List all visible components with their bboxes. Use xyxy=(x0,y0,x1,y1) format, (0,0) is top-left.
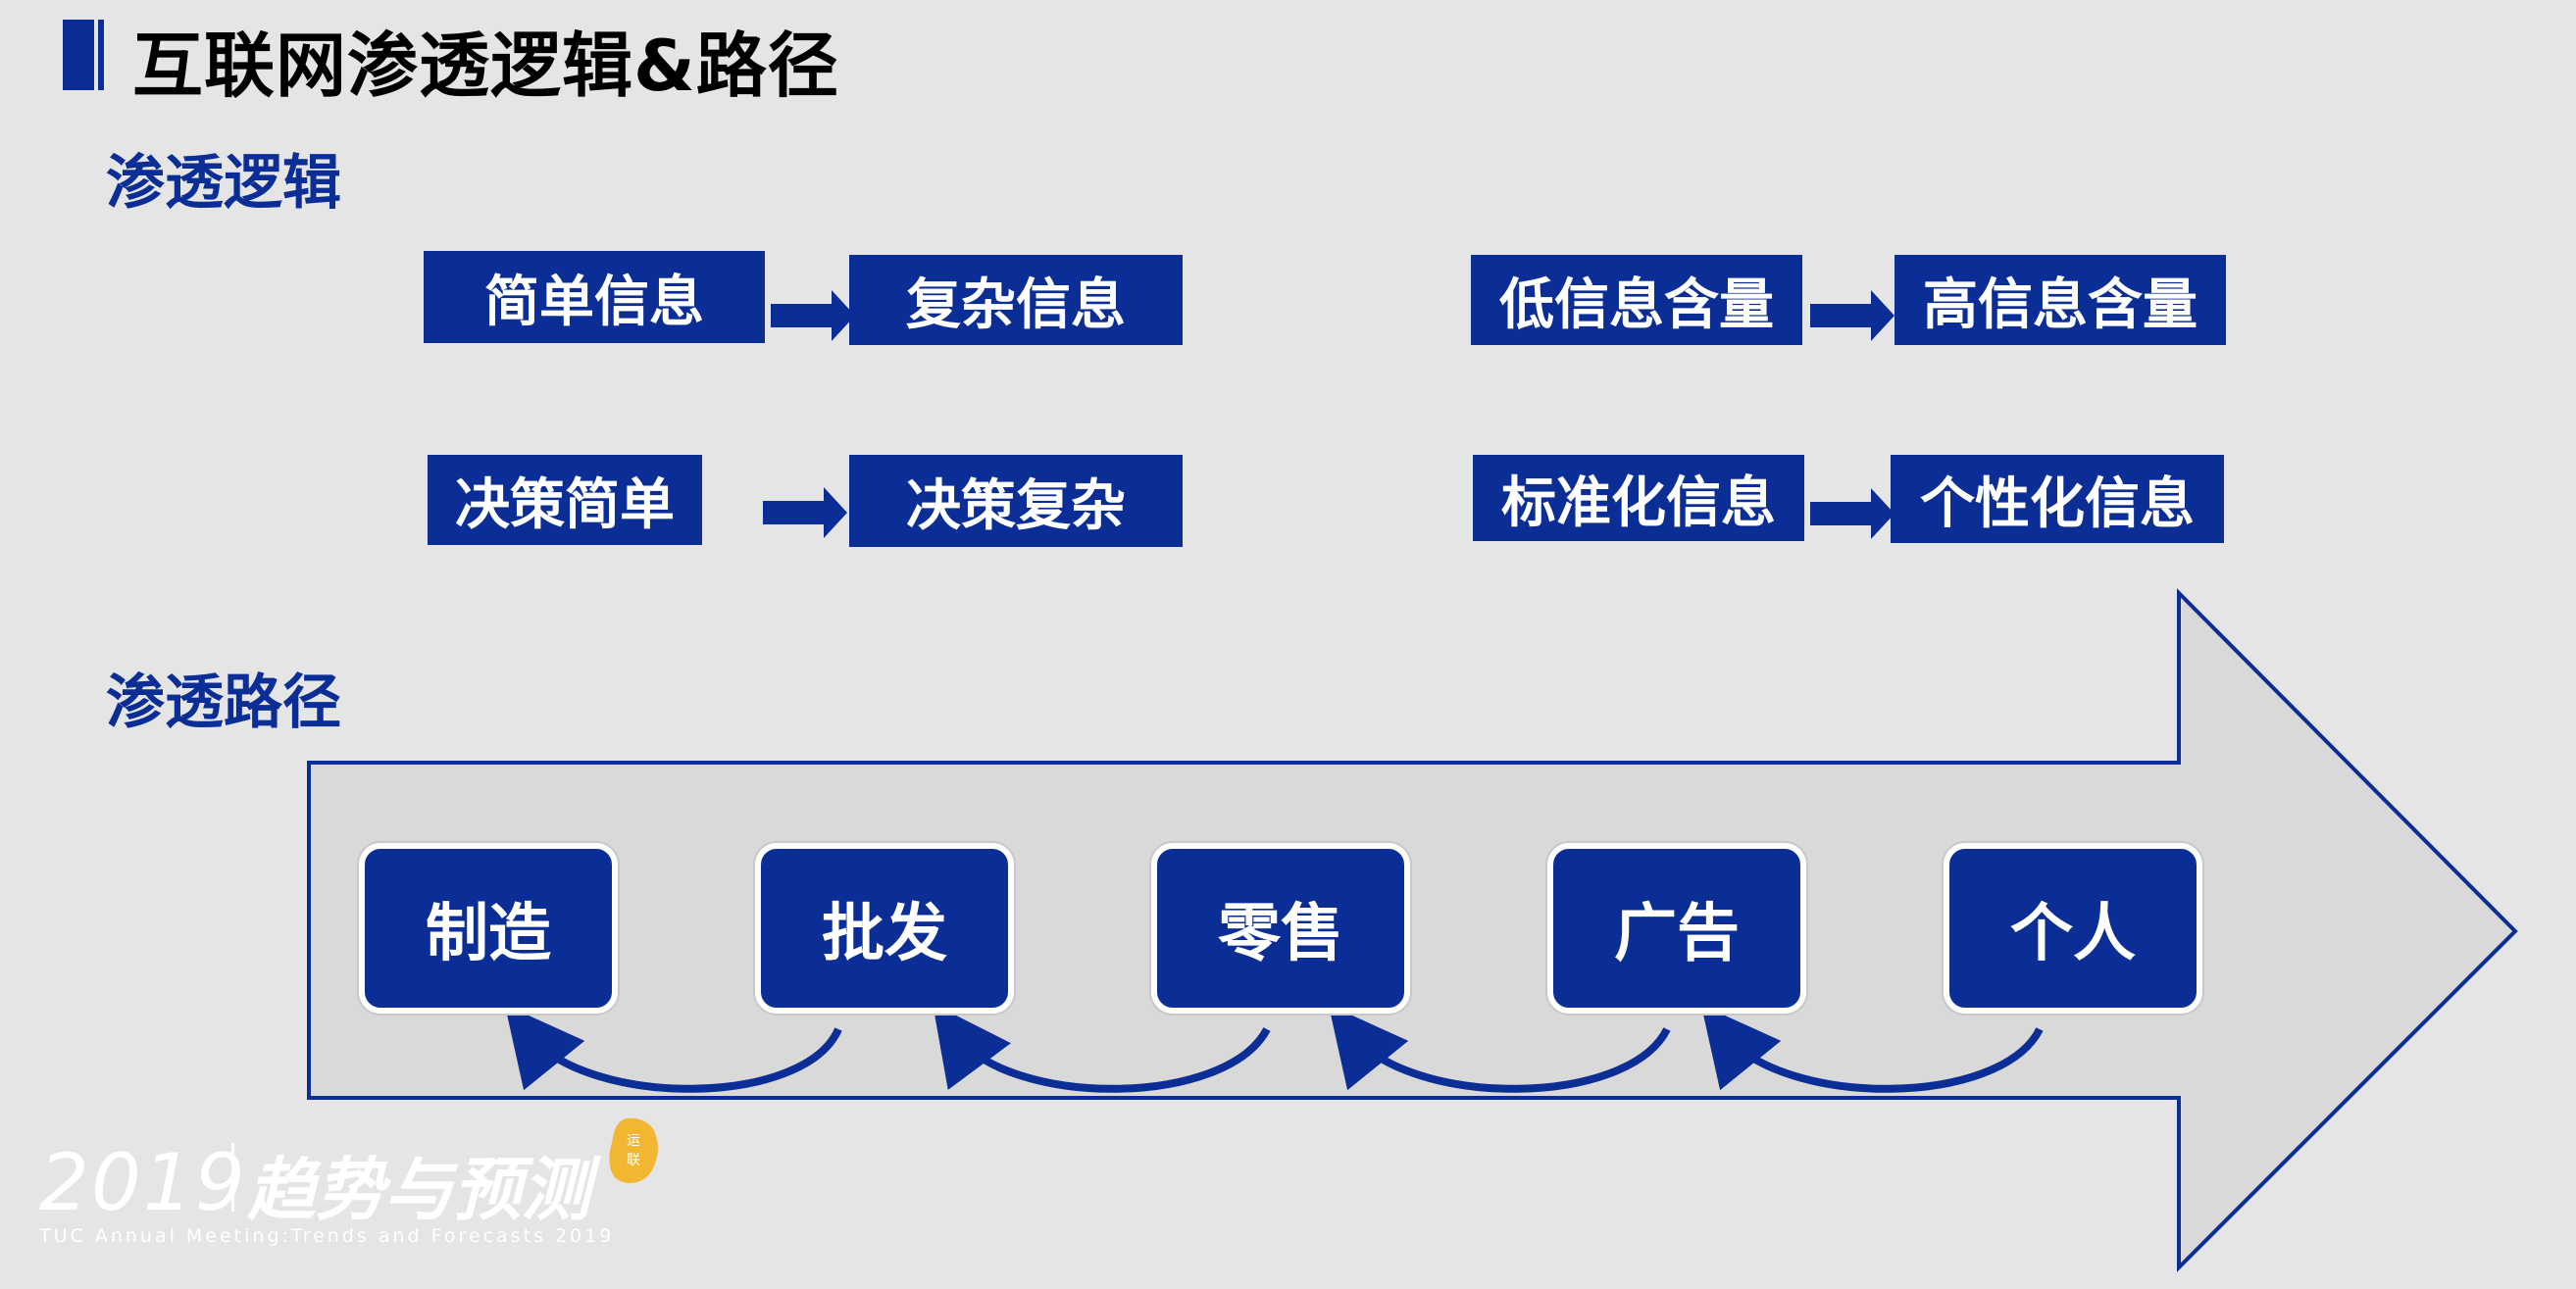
title-accent-line xyxy=(98,20,104,90)
curved-arrow-icon xyxy=(933,1003,1271,1093)
path-step: 零售 xyxy=(1151,843,1410,1014)
curved-arrow-icon xyxy=(504,1004,842,1093)
path-step: 广告 xyxy=(1547,843,1806,1014)
logic-to-box: 复杂信息 xyxy=(849,255,1183,345)
logic-from-box: 简单信息 xyxy=(424,251,765,343)
curved-arrow-icon xyxy=(1700,1004,2044,1093)
logic-from-box: 低信息含量 xyxy=(1471,255,1802,345)
right-arrow-icon xyxy=(1810,488,1894,539)
curved-arrows xyxy=(504,1003,2044,1093)
path-heading: 渗透路径 xyxy=(106,669,341,737)
seal-logo-icon: 运 联 xyxy=(609,1117,658,1183)
logic-from-box: 决策简单 xyxy=(428,455,702,545)
svg-text:联: 联 xyxy=(627,1153,640,1168)
right-arrow-icon xyxy=(1810,290,1894,341)
right-arrow-icon xyxy=(763,487,847,538)
svg-text:运: 运 xyxy=(627,1133,640,1149)
path-step: 制造 xyxy=(359,843,618,1014)
path-step: 个人 xyxy=(1944,843,2202,1014)
logic-heading: 渗透逻辑 xyxy=(106,149,341,218)
page-title: 互联网渗透逻辑&路径 xyxy=(132,25,839,107)
logic-to-box: 高信息含量 xyxy=(1894,255,2226,345)
footer-subtitle: TUC Annual Meeting:Trends and Forecasts … xyxy=(39,1225,615,1247)
logic-to-box: 个性化信息 xyxy=(1891,455,2224,543)
logic-to-box: 决策复杂 xyxy=(849,455,1183,547)
right-arrow-icon xyxy=(771,290,855,341)
footer-divider xyxy=(231,1143,234,1212)
title-accent-bar xyxy=(63,20,94,90)
large-arrow-shape xyxy=(307,588,2518,1272)
footer-brand: 趋势与预测 xyxy=(247,1150,590,1230)
footer-year: 2019 xyxy=(39,1137,247,1228)
curved-arrow-icon xyxy=(1328,1004,1671,1093)
logic-from-box: 标准化信息 xyxy=(1473,455,1804,541)
path-step: 批发 xyxy=(755,843,1014,1014)
